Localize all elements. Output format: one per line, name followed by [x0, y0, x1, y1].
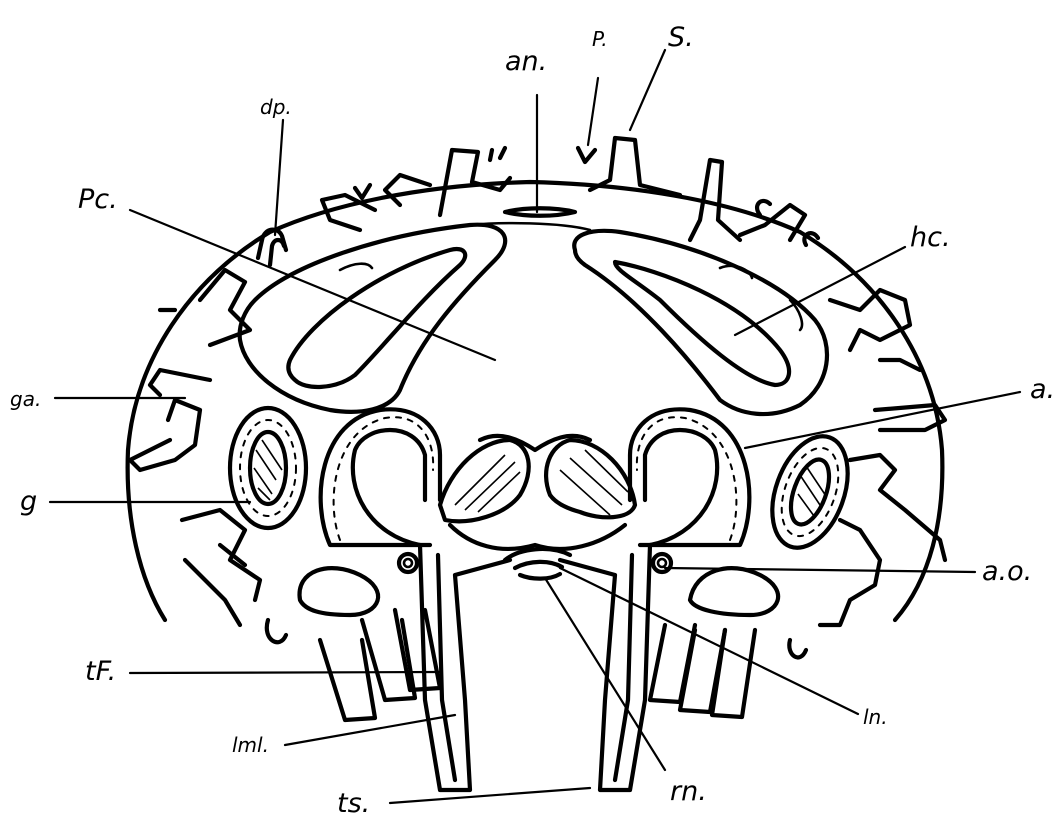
label-p: P.	[592, 27, 608, 51]
left-coil-inner	[288, 249, 465, 387]
anus-mark	[505, 208, 575, 216]
ambulacral-ossicle-right	[653, 554, 671, 572]
label-dp: dp.	[260, 95, 292, 119]
label-rn: rn.	[670, 776, 707, 807]
right-lantern-arch-inner	[645, 430, 717, 545]
body-outline	[128, 182, 943, 620]
left-gonad	[230, 408, 306, 528]
leader-lines	[50, 50, 1020, 803]
label-hc: hc.	[910, 222, 951, 253]
left-lantern-arch-inner	[353, 430, 425, 545]
label-tf: tF.	[85, 656, 116, 687]
label-a: a.	[1030, 374, 1055, 405]
label-pc: Pc.	[78, 184, 118, 215]
label-an: an.	[505, 46, 547, 77]
label-s: S.	[668, 22, 694, 53]
right-gonad	[758, 426, 862, 558]
left-tooth	[420, 545, 510, 790]
left-tooth-inner	[438, 555, 455, 780]
label-ln: ln.	[863, 705, 888, 729]
right-tooth	[560, 545, 650, 790]
label-lml: lml.	[232, 733, 269, 757]
label-ao: a.o.	[982, 556, 1032, 587]
lower-left-tube-feet	[300, 568, 440, 720]
label-g: g	[20, 486, 37, 517]
ambulacral-ossicle-left	[399, 554, 417, 572]
nerve-ring	[505, 549, 570, 579]
right-coil-outer	[574, 231, 827, 414]
label-ga: ga.	[10, 387, 41, 411]
right-tooth-inner	[615, 555, 632, 780]
intestine-lobes	[440, 436, 635, 549]
label-ts: ts.	[337, 788, 370, 819]
